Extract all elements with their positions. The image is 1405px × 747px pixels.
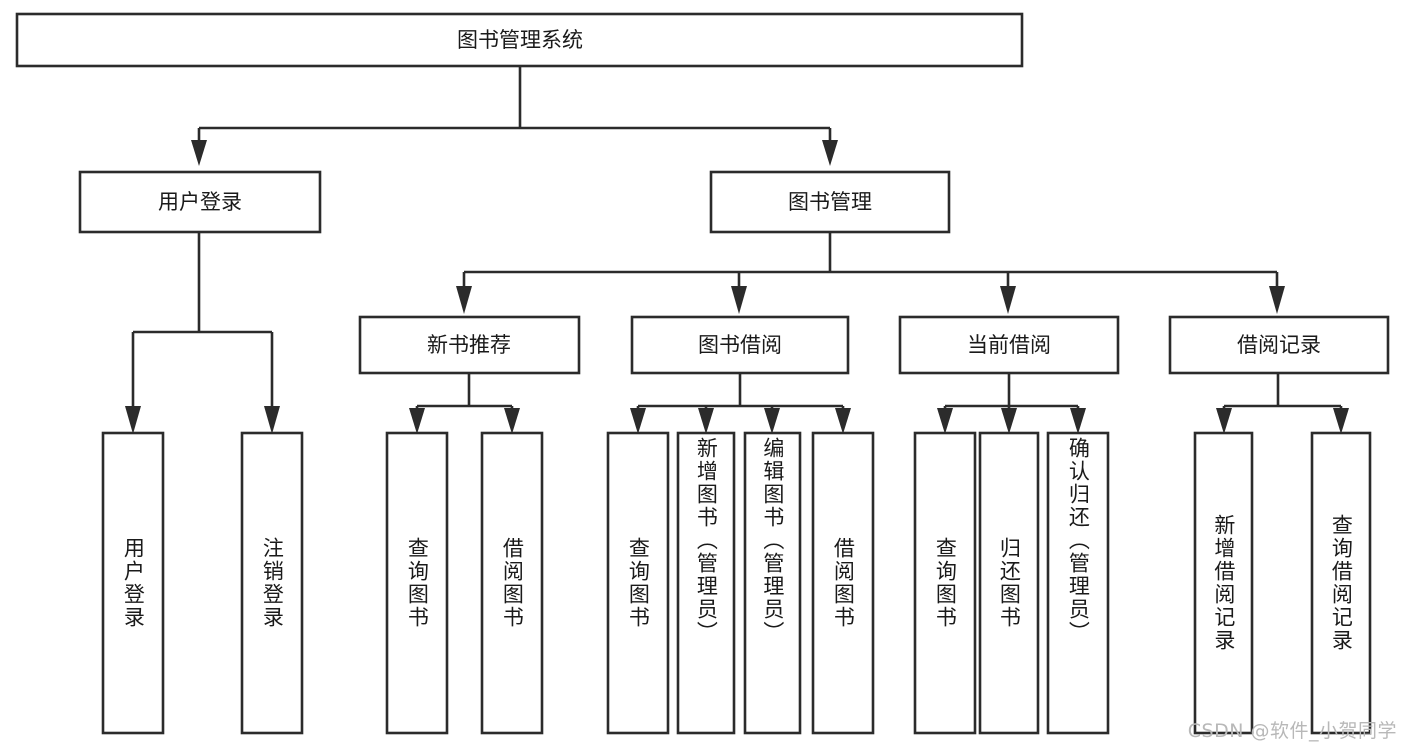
node-user-login[interactable]: 用户登录 xyxy=(78,170,322,234)
arrow-head-book-borrow xyxy=(731,286,747,314)
connector-group-current-borrow xyxy=(937,373,1086,434)
node-book-management[interactable]: 图书管理 xyxy=(709,170,951,234)
leaf-label-wrap-add-record: 新增借阅记录 xyxy=(1195,433,1252,733)
arrow-head-leaf-return-book xyxy=(1001,408,1017,434)
arrow-head-leaf-confirm-return xyxy=(1070,408,1086,434)
node-leaf-user-login-box[interactable] xyxy=(101,431,165,735)
node-new-book-recommend-label: 新书推荐 xyxy=(427,333,511,357)
arrow-head-leaf-query-book-2 xyxy=(630,408,646,434)
leaf-label-wrap-return-book: 归还图书 xyxy=(980,433,1038,733)
node-leaf-query-book-3-label: 查询图书 xyxy=(933,537,958,629)
connector-group-root xyxy=(191,66,838,166)
leaf-label-wrap-add-book: 新增图书（管理员） xyxy=(678,437,734,733)
node-leaf-user-login-label: 用户登录 xyxy=(121,537,146,629)
node-leaf-confirm-return-label: 确认归还（管理员） xyxy=(1066,437,1091,644)
node-leaf-query-record-box[interactable] xyxy=(1310,431,1372,735)
node-leaf-borrow-book-2-box[interactable] xyxy=(811,431,875,735)
node-book-management-label: 图书管理 xyxy=(788,190,872,214)
arrow-head-current-borrow xyxy=(1000,286,1016,314)
arrow-head-leaf-user-login xyxy=(125,406,141,434)
node-leaf-borrow-book-1-box[interactable] xyxy=(480,431,544,735)
leaf-label-wrap-user-logout: 注销登录 xyxy=(242,433,302,733)
connector-group-borrow-record xyxy=(1216,373,1349,434)
connector-group-new-book-recommend xyxy=(409,373,520,434)
node-user-login-label: 用户登录 xyxy=(158,190,242,214)
node-new-book-recommend-box[interactable] xyxy=(358,315,581,375)
node-borrow-record-box[interactable] xyxy=(1168,315,1390,375)
node-leaf-query-book-2-box[interactable] xyxy=(606,431,670,735)
node-user-login-box[interactable] xyxy=(78,170,322,234)
arrow-head-leaf-add-record xyxy=(1216,408,1232,434)
arrow-head-user-login xyxy=(191,140,207,166)
leaf-label-wrap-query-record: 查询借阅记录 xyxy=(1312,433,1370,733)
leaf-label-wrap-user-login: 用户登录 xyxy=(103,433,163,733)
node-leaf-query-book-3-box[interactable] xyxy=(913,431,977,735)
node-root-box[interactable] xyxy=(15,12,1024,68)
arrow-head-new-book-recommend xyxy=(456,286,472,314)
node-leaf-user-logout-box[interactable] xyxy=(240,431,304,735)
node-leaf-edit-book-label: 编辑图书（管理员） xyxy=(760,437,785,644)
leaf-label-wrap-borrow-book-2: 借阅图书 xyxy=(813,433,873,733)
leaf-label-wrap-query-book-3: 查询图书 xyxy=(915,433,975,733)
node-leaf-return-book-label: 归还图书 xyxy=(997,537,1022,629)
node-new-book-recommend[interactable]: 新书推荐 xyxy=(358,315,581,375)
node-leaf-add-record-label: 新增借阅记录 xyxy=(1211,514,1236,652)
node-book-borrow-label: 图书借阅 xyxy=(698,333,782,357)
connector-group-book-borrow xyxy=(630,373,851,434)
node-leaf-query-book-2-label: 查询图书 xyxy=(626,537,651,629)
node-borrow-record[interactable]: 借阅记录 xyxy=(1168,315,1390,375)
connector-group-book-management xyxy=(456,232,1285,314)
node-leaf-return-book-box[interactable] xyxy=(978,431,1040,735)
node-leaf-add-record-box[interactable] xyxy=(1193,431,1254,735)
arrow-head-leaf-borrow-book-2 xyxy=(835,408,851,434)
node-leaf-add-book-label: 新增图书（管理员） xyxy=(694,437,719,644)
node-leaf-query-book-1-label: 查询图书 xyxy=(405,537,430,629)
node-root-label: 图书管理系统 xyxy=(457,28,583,52)
node-book-borrow-box[interactable] xyxy=(630,315,850,375)
leaf-label-wrap-query-book-1: 查询图书 xyxy=(387,433,447,733)
node-leaf-query-record-label: 查询借阅记录 xyxy=(1329,514,1354,652)
node-current-borrow[interactable]: 当前借阅 xyxy=(898,315,1120,375)
arrow-head-leaf-borrow-book-1 xyxy=(504,408,520,434)
arrow-head-leaf-query-record xyxy=(1333,408,1349,434)
leaf-label-wrap-edit-book: 编辑图书（管理员） xyxy=(745,437,800,733)
arrow-head-leaf-edit-book xyxy=(764,408,780,434)
node-leaf-borrow-book-2-label: 借阅图书 xyxy=(831,537,856,629)
node-root[interactable]: 图书管理系统 xyxy=(15,12,1024,68)
csdn-watermark: CSDN @软件_小贺同学 xyxy=(1187,720,1397,742)
arrow-head-leaf-add-book xyxy=(698,408,714,434)
node-leaf-add-book-box[interactable] xyxy=(676,431,736,735)
leaf-label-wrap-query-book-2: 查询图书 xyxy=(608,433,668,733)
node-current-borrow-label: 当前借阅 xyxy=(967,333,1051,357)
connector-group-user-login xyxy=(125,232,280,434)
node-book-borrow[interactable]: 图书借阅 xyxy=(630,315,850,375)
node-borrow-record-label: 借阅记录 xyxy=(1237,333,1321,357)
arrow-head-borrow-record xyxy=(1269,286,1285,314)
node-book-management-box[interactable] xyxy=(709,170,951,234)
node-leaf-borrow-book-1-label: 借阅图书 xyxy=(500,537,525,629)
leaf-box-group xyxy=(101,431,1372,735)
arrow-head-leaf-user-logout xyxy=(264,406,280,434)
node-leaf-edit-book-box[interactable] xyxy=(743,431,802,735)
node-current-borrow-box[interactable] xyxy=(898,315,1120,375)
node-leaf-confirm-return-box[interactable] xyxy=(1046,431,1110,735)
arrow-head-leaf-query-book-3 xyxy=(937,408,953,434)
node-leaf-query-book-1-box[interactable] xyxy=(385,431,449,735)
arrow-head-book-management xyxy=(822,140,838,166)
node-leaf-user-logout-label: 注销登录 xyxy=(260,537,285,629)
arrow-head-leaf-query-book-1 xyxy=(409,408,425,434)
leaf-label-wrap-borrow-book-1: 借阅图书 xyxy=(482,433,542,733)
leaf-label-wrap-confirm-return: 确认归还（管理员） xyxy=(1048,437,1108,733)
